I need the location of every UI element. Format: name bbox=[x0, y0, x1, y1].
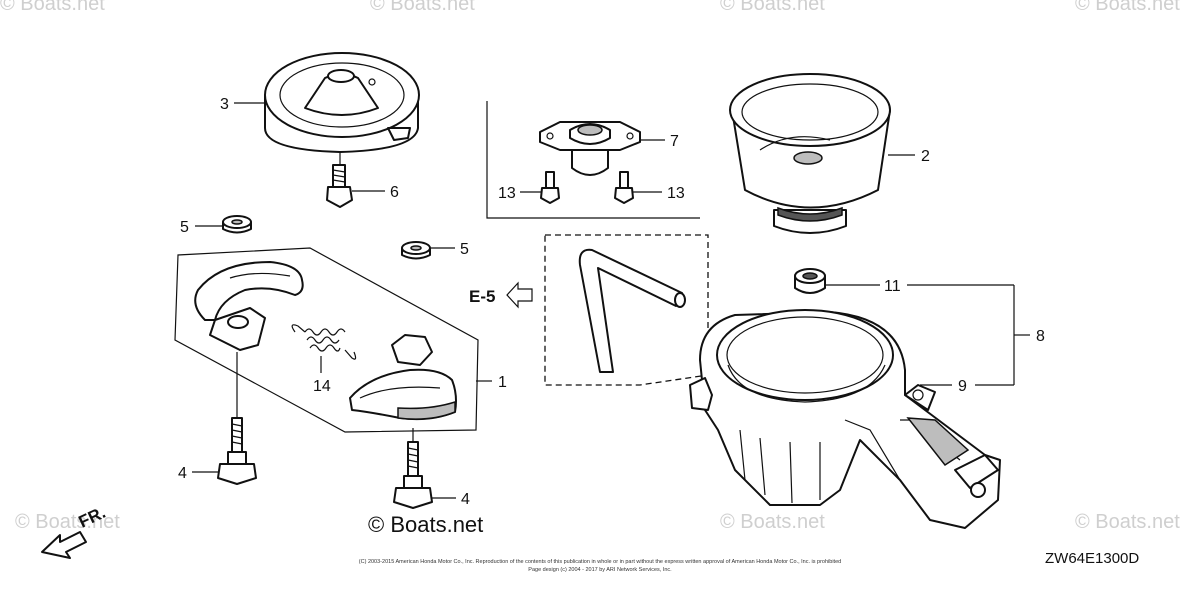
front-arrow-icon bbox=[41, 531, 87, 559]
hose[interactable] bbox=[578, 248, 686, 373]
brand-mark: © Boats.net bbox=[368, 512, 483, 537]
part-11-oil-seal[interactable] bbox=[794, 268, 826, 294]
callout-4a: 4 bbox=[178, 465, 187, 482]
callout-2: 2 bbox=[921, 148, 930, 165]
part-14-spring[interactable] bbox=[291, 324, 357, 360]
callout-7: 7 bbox=[670, 133, 679, 150]
callout-11: 11 bbox=[884, 278, 901, 295]
e5-reference[interactable]: E-5 bbox=[469, 281, 533, 309]
callout-13b: 13 bbox=[667, 185, 685, 202]
part-7-cap[interactable] bbox=[539, 121, 641, 176]
part-4-bolt-left[interactable] bbox=[217, 352, 257, 485]
part-5-washer-right[interactable] bbox=[401, 241, 431, 260]
watermark-bottom-2: © Boats.net bbox=[720, 511, 825, 533]
watermark-top-3: © Boats.net bbox=[720, 0, 825, 15]
callout-5b: 5 bbox=[460, 241, 469, 258]
part-6-bolt[interactable] bbox=[326, 164, 353, 208]
part-13-screw-left[interactable] bbox=[540, 171, 560, 204]
part-2-clutch-drum[interactable] bbox=[729, 73, 891, 234]
e5-reference-label: E-5 bbox=[469, 287, 495, 306]
callout-8: 8 bbox=[1036, 328, 1045, 345]
part-5-washer-left[interactable] bbox=[222, 215, 252, 234]
callout-9: 9 bbox=[958, 378, 967, 395]
callout-1: 1 bbox=[498, 374, 507, 391]
callout-5a: 5 bbox=[180, 219, 189, 236]
part-4-bolt-right[interactable] bbox=[393, 428, 433, 509]
callout-4b: 4 bbox=[461, 491, 470, 508]
callout-13a: 13 bbox=[498, 185, 516, 202]
watermark-top-4: © Boats.net bbox=[1075, 0, 1180, 15]
watermark-bottom-1: © Boats.net bbox=[15, 511, 120, 533]
copyright-line-2: Page design (c) 2004 - 2017 by ARI Netwo… bbox=[528, 567, 672, 573]
callout-14: 14 bbox=[313, 378, 331, 395]
copyright-line-1: (C) 2003-2015 American Honda Motor Co., … bbox=[359, 559, 841, 565]
part-1-bracket-outline bbox=[174, 247, 479, 433]
part-3-pulley[interactable] bbox=[264, 52, 420, 153]
diagram-code: ZW64E1300D bbox=[1045, 550, 1139, 567]
watermarks: © Boats.net © Boats.net © Boats.net © Bo… bbox=[0, 0, 1180, 533]
part-1-clutch-shoe-left[interactable] bbox=[194, 261, 304, 351]
watermark-top-2: © Boats.net bbox=[370, 0, 475, 15]
part-9-clutch-housing[interactable] bbox=[689, 309, 1001, 529]
part-7-bracket-outline bbox=[486, 101, 700, 219]
callout-3: 3 bbox=[220, 96, 229, 113]
arrow-left-icon bbox=[506, 281, 533, 309]
watermark-bottom-3: © Boats.net bbox=[1075, 511, 1180, 533]
part-1-clutch-shoe-right[interactable] bbox=[349, 334, 457, 421]
callout-6: 6 bbox=[390, 184, 399, 201]
hose-dashed-outline bbox=[544, 234, 709, 386]
part-13-screw-right[interactable] bbox=[614, 171, 634, 204]
watermark-top-1: © Boats.net bbox=[0, 0, 105, 15]
